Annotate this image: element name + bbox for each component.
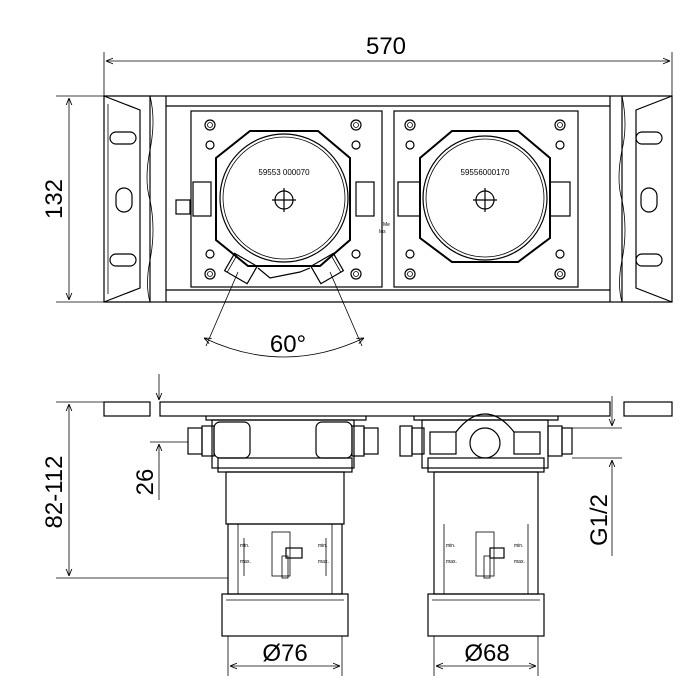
top-view: 570 132 xyxy=(41,33,673,358)
angle-label: 60° xyxy=(270,331,306,358)
diameter-left-label: Ø76 xyxy=(262,640,307,667)
depth-dimension-label: 82-112 xyxy=(41,456,68,529)
diameter-right-dimension: Ø68 xyxy=(433,636,539,676)
scale-mark-max-right-a: max. xyxy=(446,559,457,565)
diameter-left-dimension: Ø76 xyxy=(227,636,343,676)
left-plate: 59553 000070 Me Ins xyxy=(190,110,390,288)
offset-dimension: 26 xyxy=(132,374,188,500)
scale-mark-max-left-a: max. xyxy=(240,559,251,565)
angle-dimension: 60° xyxy=(204,271,364,358)
rail-left xyxy=(103,95,166,303)
offset-dimension-label: 26 xyxy=(132,469,159,496)
height-dimension-label: 132 xyxy=(41,179,68,219)
width-dimension: 570 xyxy=(103,33,673,100)
left-unit: min. max. min. max. xyxy=(187,416,379,637)
side-view: min. max. min. max. xyxy=(41,374,673,676)
right-plate: 59556000170 xyxy=(393,110,579,288)
right-part-code: 59556000170 xyxy=(461,168,510,177)
diameter-right-label: Ø68 xyxy=(464,640,509,667)
scale-mark-max-left-b: max. xyxy=(318,559,329,565)
thread-dimension-label: G1/2 xyxy=(586,494,613,546)
scale-mark-min-right-a: min. xyxy=(446,543,455,549)
top-frame xyxy=(165,95,611,303)
side-label-1: Me xyxy=(383,222,390,228)
scale-mark-min-left-b: min. xyxy=(318,543,327,549)
side-label-2: Ins xyxy=(379,229,386,235)
right-unit: min. max. min. max. xyxy=(399,413,573,637)
height-dimension: 132 xyxy=(41,95,110,303)
rail-right xyxy=(610,95,673,303)
thread-dimension: G1/2 xyxy=(572,396,622,556)
scale-mark-min-right-b: min. xyxy=(514,543,523,549)
width-dimension-label: 570 xyxy=(366,33,406,60)
scale-mark-max-right-b: max. xyxy=(514,559,525,565)
left-part-code: 59553 000070 xyxy=(258,168,310,177)
depth-dimension: 82-112 xyxy=(41,401,228,579)
scale-mark-min-left-a: min. xyxy=(240,543,249,549)
